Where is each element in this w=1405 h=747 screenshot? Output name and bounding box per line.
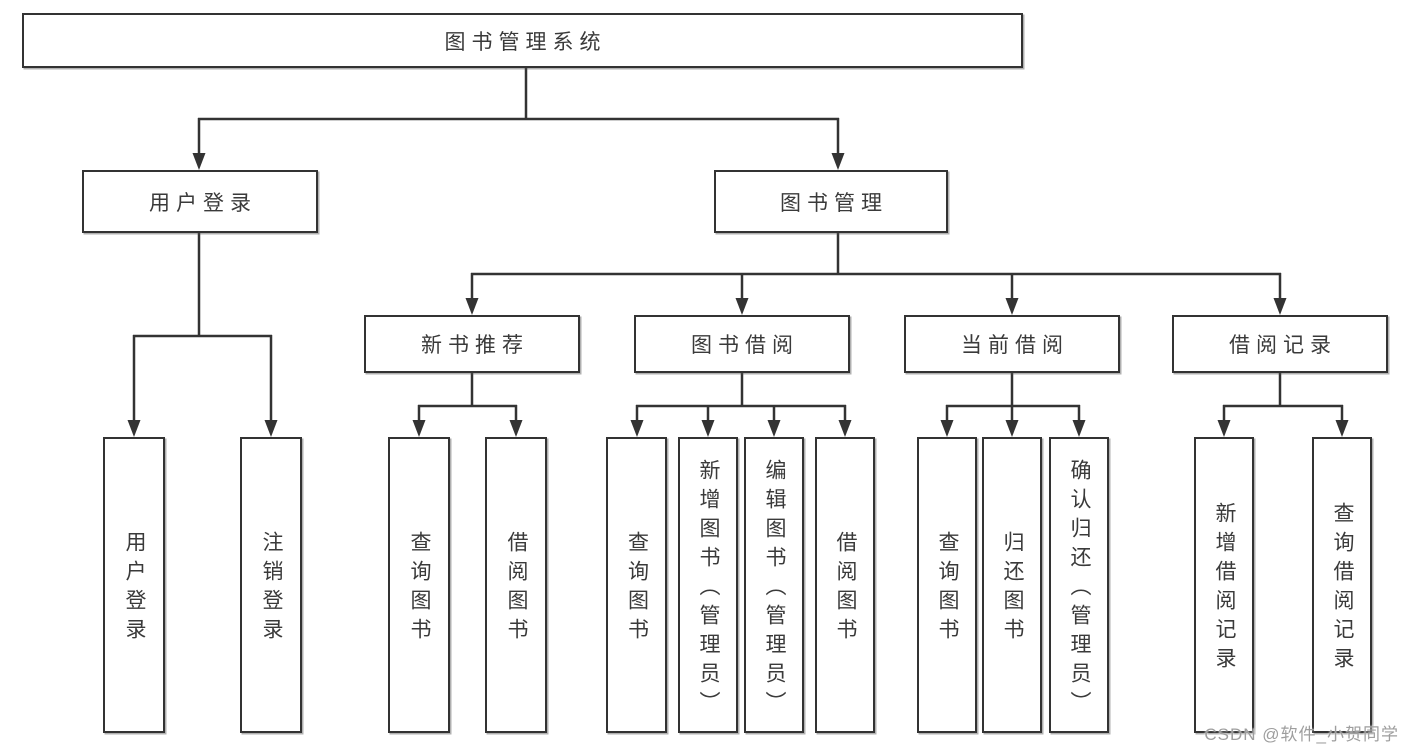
node-user-login-branch: 用户登录 xyxy=(82,170,318,233)
leaf-logout: 注销登录 xyxy=(240,437,302,733)
leaf-query-books-2-label: 查询图书 xyxy=(625,531,649,647)
node-new-book-recommend-label: 新书推荐 xyxy=(421,334,529,357)
leaf-confirm-return-admin-label: 确认归还（管理员） xyxy=(1068,458,1091,720)
node-book-management-branch: 图书管理 xyxy=(714,170,948,233)
leaf-confirm-return-admin: 确认归还（管理员） xyxy=(1049,437,1109,733)
leaf-query-books-3-label: 查询图书 xyxy=(936,531,959,647)
leaf-add-books-admin-label: 新增图书（管理员） xyxy=(697,458,720,720)
leaf-borrow-books-1: 借阅图书 xyxy=(485,437,547,733)
edge-borrow-to-leaves xyxy=(635,373,847,423)
edge-userlogin-to-leaves xyxy=(132,233,273,423)
leaf-edit-books-admin: 编辑图书（管理员） xyxy=(744,437,804,733)
leaf-query-books-1-label: 查询图书 xyxy=(408,531,431,647)
leaf-user-login-label: 用户登录 xyxy=(123,531,146,647)
leaf-query-books-2: 查询图书 xyxy=(606,437,667,733)
node-borrowing-records: 借阅记录 xyxy=(1172,315,1388,373)
leaf-user-login: 用户登录 xyxy=(103,437,165,733)
leaf-query-books-3: 查询图书 xyxy=(917,437,977,733)
node-current-borrowing: 当前借阅 xyxy=(904,315,1120,373)
leaf-edit-books-admin-label: 编辑图书（管理员） xyxy=(763,458,786,720)
leaf-return-books-label: 归还图书 xyxy=(1001,531,1024,647)
node-book-borrowing: 图书借阅 xyxy=(634,315,850,373)
leaf-add-books-admin: 新增图书（管理员） xyxy=(678,437,738,733)
edge-newbook-to-leaves xyxy=(417,373,518,423)
edge-root-to-level2 xyxy=(197,68,840,155)
leaf-borrow-books-2-label: 借阅图书 xyxy=(834,531,857,647)
node-user-login-branch-label: 用户登录 xyxy=(149,191,257,215)
leaf-query-borrow-record-label: 查询借阅记录 xyxy=(1331,502,1354,676)
node-current-borrowing-label: 当前借阅 xyxy=(961,334,1069,357)
edge-records-to-leaves xyxy=(1222,373,1344,423)
node-borrowing-records-label: 借阅记录 xyxy=(1229,334,1337,357)
csdn-watermark: CSDN @软件_小贺同学 xyxy=(1204,725,1399,744)
leaf-add-borrow-record-label: 新增借阅记录 xyxy=(1213,502,1236,676)
node-library-system-label: 图书管理系统 xyxy=(444,30,607,54)
leaf-borrow-books-1-label: 借阅图书 xyxy=(505,531,528,647)
node-book-management-branch-label: 图书管理 xyxy=(780,191,888,215)
edge-current-to-leaves xyxy=(945,373,1081,423)
leaf-query-borrow-record: 查询借阅记录 xyxy=(1312,437,1372,733)
leaf-query-books-1: 查询图书 xyxy=(388,437,450,733)
node-library-system: 图书管理系统 xyxy=(22,13,1023,68)
edge-bookmgmt-to-level3 xyxy=(470,233,1282,301)
node-book-borrowing-label: 图书借阅 xyxy=(691,334,799,357)
leaf-logout-label: 注销登录 xyxy=(260,531,283,647)
leaf-add-borrow-record: 新增借阅记录 xyxy=(1194,437,1254,733)
leaf-borrow-books-2: 借阅图书 xyxy=(815,437,875,733)
leaf-return-books: 归还图书 xyxy=(982,437,1042,733)
node-new-book-recommend: 新书推荐 xyxy=(364,315,580,373)
